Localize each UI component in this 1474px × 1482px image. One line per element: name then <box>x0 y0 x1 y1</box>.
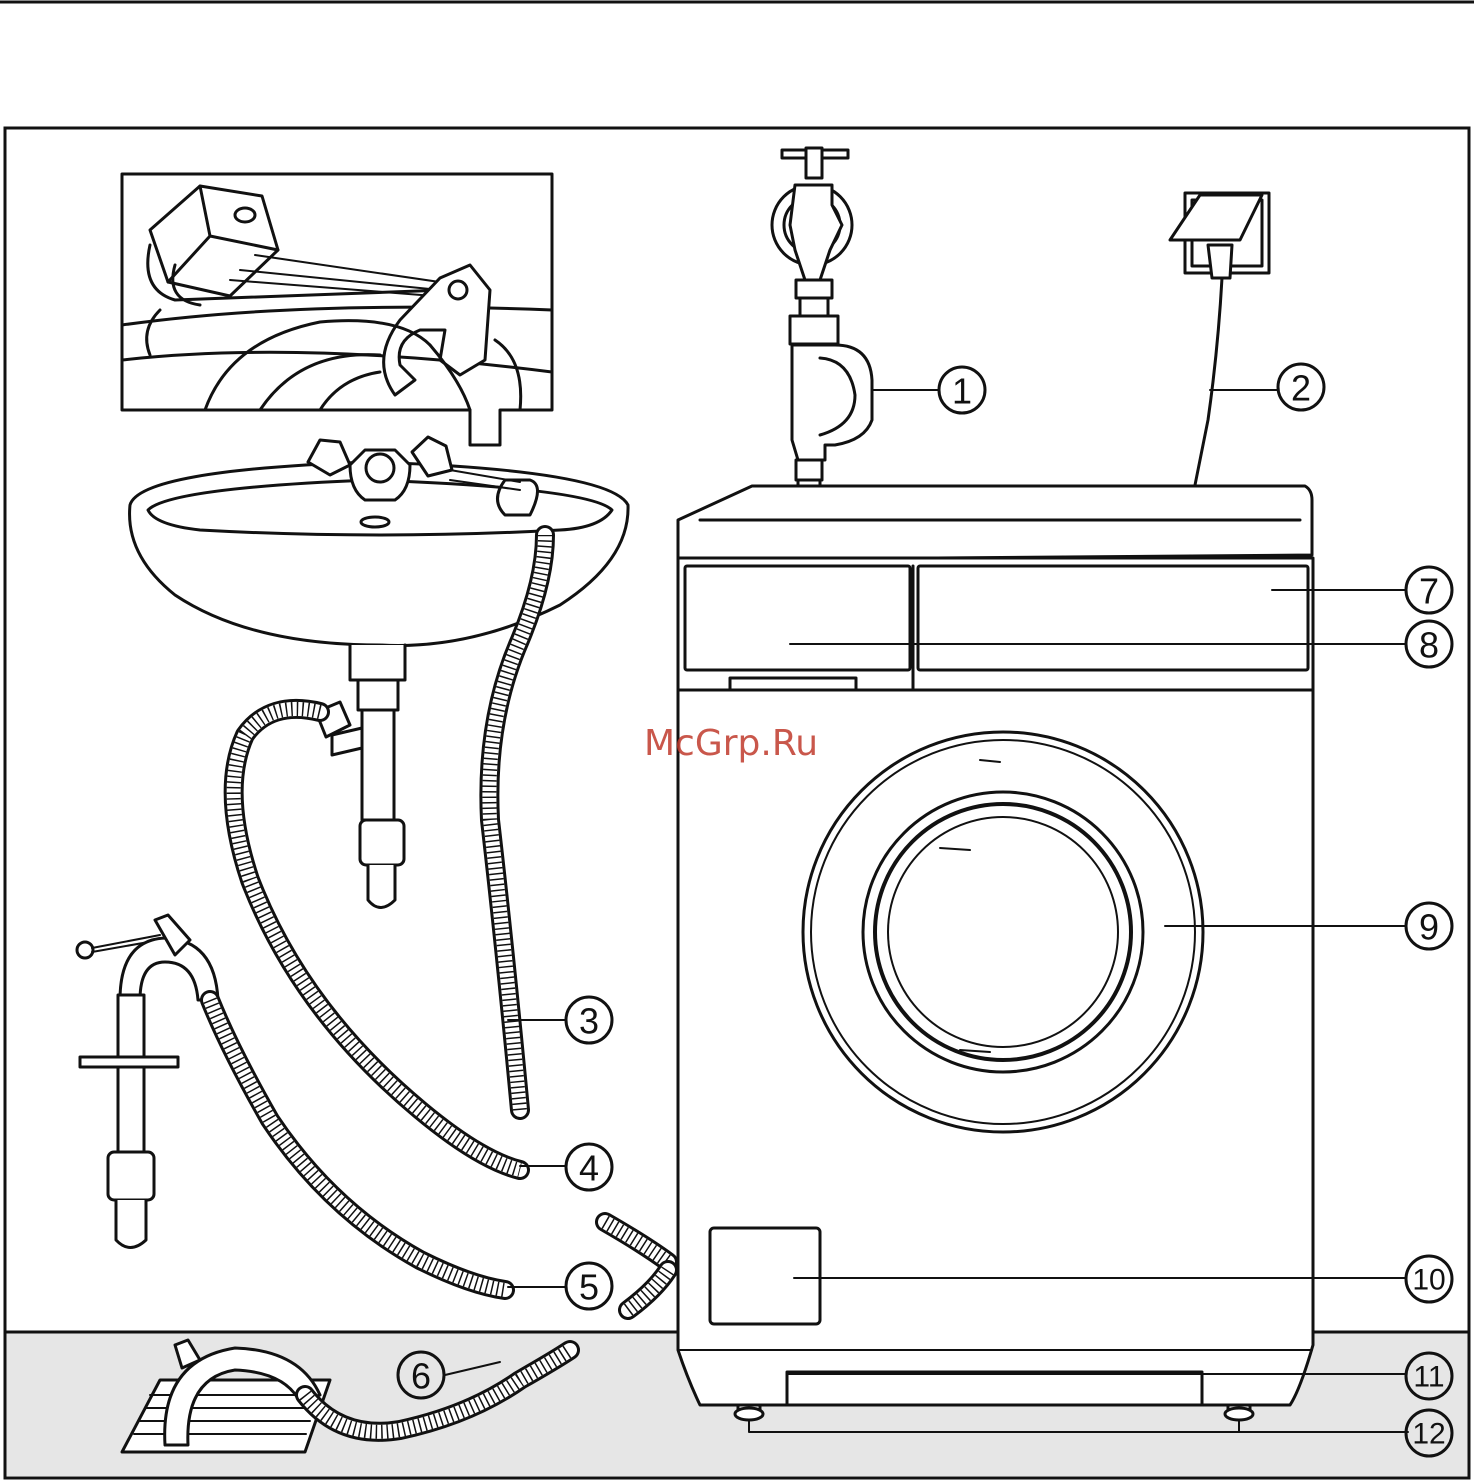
washing-machine <box>678 486 1313 1420</box>
callout-10: 10 <box>1406 1256 1452 1302</box>
svg-text:5: 5 <box>579 1267 599 1308</box>
svg-text:6: 6 <box>411 1356 431 1397</box>
svg-text:1: 1 <box>952 371 972 412</box>
svg-text:12: 12 <box>1412 1418 1445 1451</box>
callout-12: 12 <box>1406 1410 1452 1456</box>
inset-detail-hook <box>122 174 552 445</box>
svg-text:4: 4 <box>579 1148 599 1189</box>
svg-text:11: 11 <box>1413 1361 1444 1394</box>
svg-text:10: 10 <box>1412 1264 1445 1297</box>
svg-text:2: 2 <box>1291 368 1311 409</box>
watermark: McGrp.Ru <box>644 723 818 764</box>
svg-text:8: 8 <box>1419 625 1439 666</box>
svg-text:9: 9 <box>1419 907 1439 948</box>
svg-text:7: 7 <box>1419 571 1439 612</box>
svg-text:3: 3 <box>579 1001 599 1042</box>
